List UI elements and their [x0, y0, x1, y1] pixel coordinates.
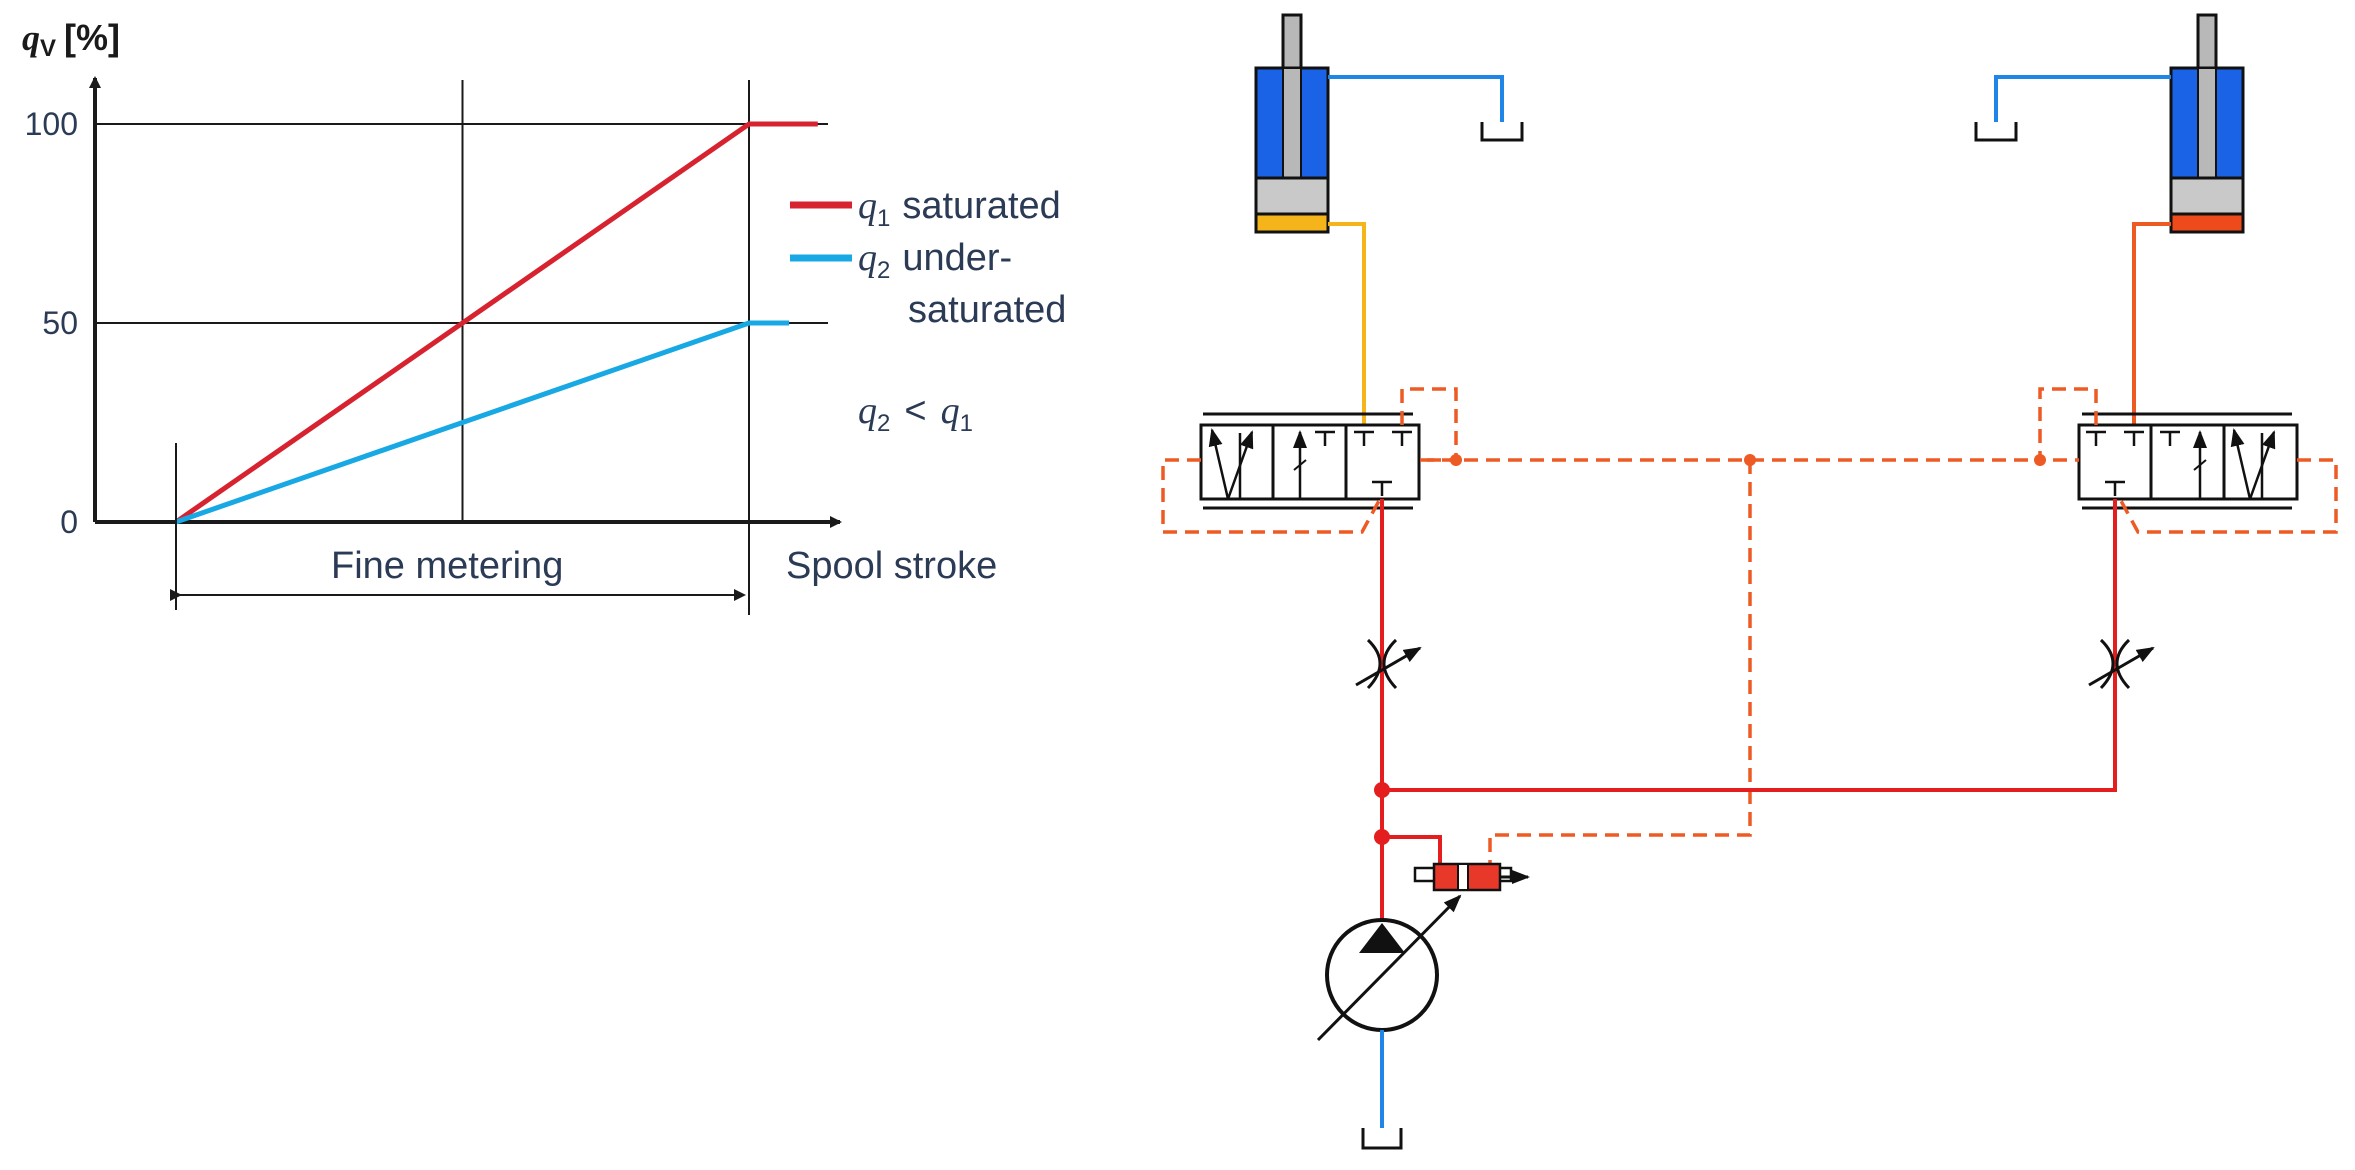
- y-tick-label-100: 100: [25, 106, 78, 142]
- piston-rod-inner-left: [1282, 67, 1302, 179]
- pilot-right-bottom-loop: [2118, 458, 2338, 534]
- valve-left-box: [1199, 423, 1421, 501]
- pilot-left-top-loop: [1400, 387, 1458, 462]
- pilot-junction-right: [2034, 454, 2046, 466]
- chart-series: [174, 121, 818, 525]
- pump-variable-arrow: [1316, 894, 1462, 1042]
- fine-metering-label: Fine metering: [331, 545, 563, 587]
- line-right-cylinder-to-valve: [2132, 222, 2171, 428]
- piston-rod-inner-right: [2197, 67, 2217, 179]
- line-valve-right-supply: [1382, 499, 2117, 792]
- y-tick-label-50: 50: [42, 305, 78, 341]
- junction-pressure-1: [1374, 782, 1390, 798]
- pilot-to-compensator: [1488, 460, 1752, 868]
- hydraulic-circuit: [1161, 13, 2338, 1150]
- line-left-rod-to-tank: [1328, 75, 1504, 122]
- line-to-compensator: [1382, 835, 1442, 865]
- line-left-cylinder-to-valve: [1328, 222, 1366, 428]
- cylinder-left-chamber: [1254, 212, 1330, 234]
- tank-right-top: [1974, 122, 2018, 142]
- throttle-left: [1355, 638, 1422, 690]
- y-tick-label-0: 0: [60, 504, 78, 540]
- x-axis-label: Spool stroke: [786, 545, 997, 587]
- valve-right: [2077, 412, 2299, 510]
- piston-rod-left: [1281, 13, 1303, 75]
- valve-left: [1199, 412, 1421, 510]
- pressure-compensator: [1413, 862, 1530, 892]
- line-right-rod-to-tank: [1994, 75, 2171, 122]
- cylinder-right-chamber: [2169, 212, 2245, 234]
- chart-gridlines: [95, 80, 828, 615]
- piston-left: [1254, 176, 1330, 216]
- y-axis-title: qV[%]: [22, 17, 120, 62]
- series-line-q2: [175, 320, 790, 525]
- pump-direction-triangle: [1359, 923, 1405, 953]
- pilot-junction-left: [1450, 454, 1462, 466]
- relation-q2-lt-q1: q2<q1: [858, 390, 973, 437]
- throttle-right: [2088, 638, 2155, 690]
- chart-axes: [89, 76, 842, 528]
- pilot-junction-center: [1744, 454, 1756, 466]
- tank-pump: [1361, 1128, 1403, 1150]
- cylinder-left: [1254, 13, 1330, 234]
- chart-tick-labels: 0 50 100: [25, 106, 78, 540]
- legend-entry-q2-line2: saturated: [908, 289, 1066, 331]
- pilot-right-top-loop: [2038, 387, 2098, 462]
- pump: [1316, 894, 1462, 1042]
- tank-left-top: [1480, 122, 1524, 142]
- pilot-left-bottom-loop: [1161, 458, 1382, 534]
- cylinder-right: [2169, 13, 2245, 234]
- series-line-q1: [174, 121, 818, 525]
- piston-rod-right: [2196, 13, 2218, 75]
- junction-pressure-2: [1374, 829, 1390, 845]
- piston-right: [2169, 176, 2245, 216]
